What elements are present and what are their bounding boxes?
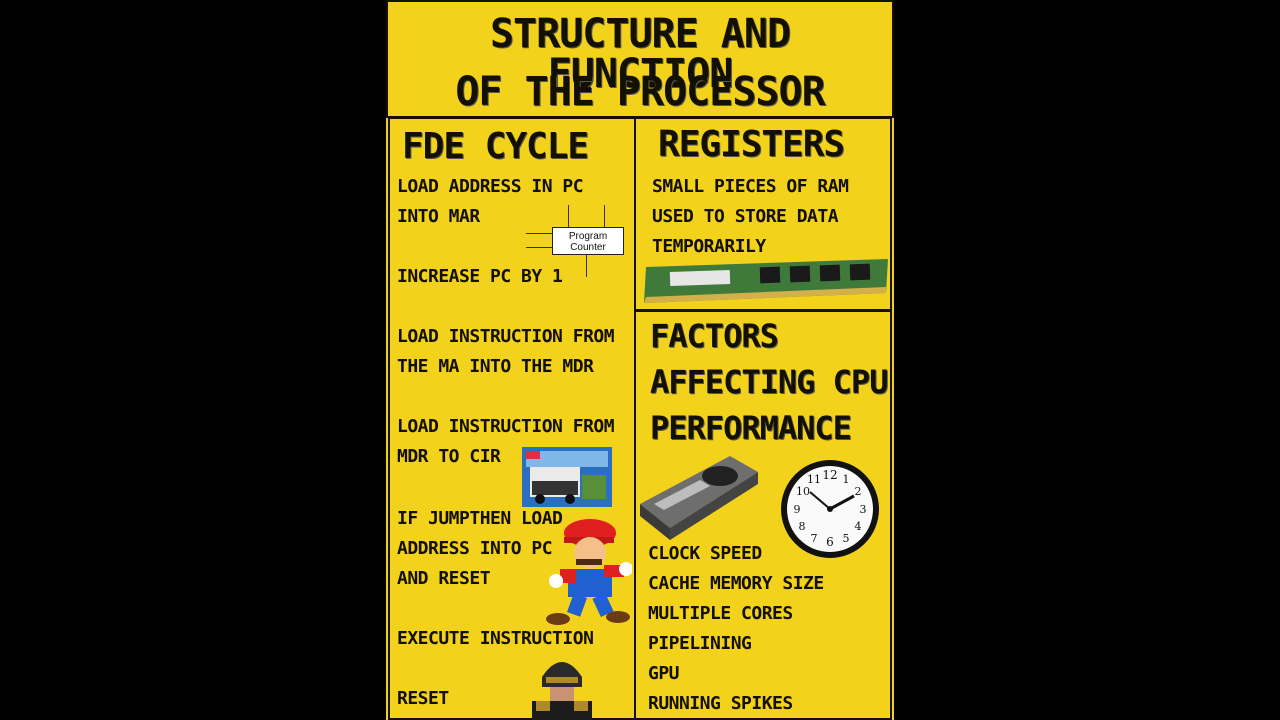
- fde-line: INTO MAR: [397, 206, 480, 227]
- factors-heading-line: FACTORS: [650, 317, 779, 355]
- clock-number: 12: [822, 468, 837, 482]
- fde-cycle-panel: FDE CYCLE LOAD ADDRESS IN PC INTO MAR Pr…: [388, 117, 636, 720]
- lego-box-image: [522, 447, 612, 507]
- clock-number: 3: [860, 503, 867, 516]
- factor-item: GPU: [648, 663, 680, 684]
- registers-line: USED TO STORE DATA: [652, 206, 839, 227]
- clock-number: 1: [843, 473, 850, 486]
- fde-line: AND RESET: [397, 568, 491, 589]
- factor-item: PIPELINING: [648, 633, 752, 654]
- registers-heading: REGISTERS: [658, 124, 845, 165]
- fde-line: RESET: [397, 688, 449, 709]
- fde-line: THE MA INTO THE MDR: [397, 356, 594, 377]
- clock-number: 7: [811, 532, 818, 545]
- diagram-wire: [604, 205, 605, 227]
- fde-heading: FDE CYCLE: [402, 126, 589, 167]
- clock-number: 2: [855, 485, 862, 498]
- factors-heading-line: AFFECTING CPU: [650, 363, 888, 401]
- title-box: STRUCTURE AND FUNCTION OF THE PROCESSOR: [386, 0, 894, 118]
- registers-line: SMALL PIECES OF RAM: [652, 176, 849, 197]
- factors-panel: FACTORS AFFECTING CPU PERFORMANCE 12 1 2…: [634, 310, 892, 720]
- fde-line: LOAD ADDRESS IN PC: [397, 176, 584, 197]
- clock-number: 8: [799, 520, 806, 533]
- diagram-wire: [526, 247, 552, 248]
- registers-line: TEMPORARILY: [652, 236, 766, 257]
- helmet-figure-image: [532, 662, 592, 720]
- program-counter-diagram: Program Counter: [552, 227, 624, 255]
- fde-line: INCREASE PC BY 1: [397, 266, 563, 287]
- graphics-card-image: [640, 456, 758, 540]
- mario-image: [546, 519, 632, 625]
- factor-item: MULTIPLE CORES: [648, 603, 793, 624]
- clock-number: 10: [796, 485, 810, 498]
- factors-heading-line: PERFORMANCE: [650, 409, 852, 447]
- clock-number: 5: [843, 532, 850, 545]
- clock-image: 12 1 2 3 4 5 6 7 8 9 10 11: [781, 460, 879, 558]
- title-line-2: OF THE PROCESSOR: [455, 69, 825, 115]
- clock-number: 9: [794, 503, 801, 516]
- fde-line: LOAD INSTRUCTION FROM: [397, 326, 615, 347]
- ram-stick-image: [644, 259, 888, 303]
- fde-line: MDR TO CIR: [397, 446, 501, 467]
- fde-line: EXECUTE INSTRUCTION: [397, 628, 594, 649]
- diagram-wire: [526, 233, 552, 234]
- diagram-wire: [568, 205, 569, 227]
- fde-line: ADDRESS INTO PC: [397, 538, 553, 559]
- clock-number: 11: [807, 473, 821, 486]
- poster: STRUCTURE AND FUNCTION OF THE PROCESSOR …: [386, 0, 894, 720]
- clock-number: 6: [826, 535, 834, 549]
- fde-line: IF JUMPTHEN LOAD: [397, 508, 563, 529]
- registers-panel: REGISTERS SMALL PIECES OF RAM USED TO ST…: [634, 117, 892, 311]
- title-line-1: STRUCTURE AND FUNCTION: [489, 11, 791, 97]
- factor-item: RUNNING SPIKES: [648, 693, 793, 714]
- clock-number: 4: [855, 520, 862, 533]
- diagram-wire: [586, 255, 587, 277]
- factor-item: CLOCK SPEED: [648, 543, 762, 564]
- fde-line: LOAD INSTRUCTION FROM: [397, 416, 615, 437]
- factor-item: CACHE MEMORY SIZE: [648, 573, 824, 594]
